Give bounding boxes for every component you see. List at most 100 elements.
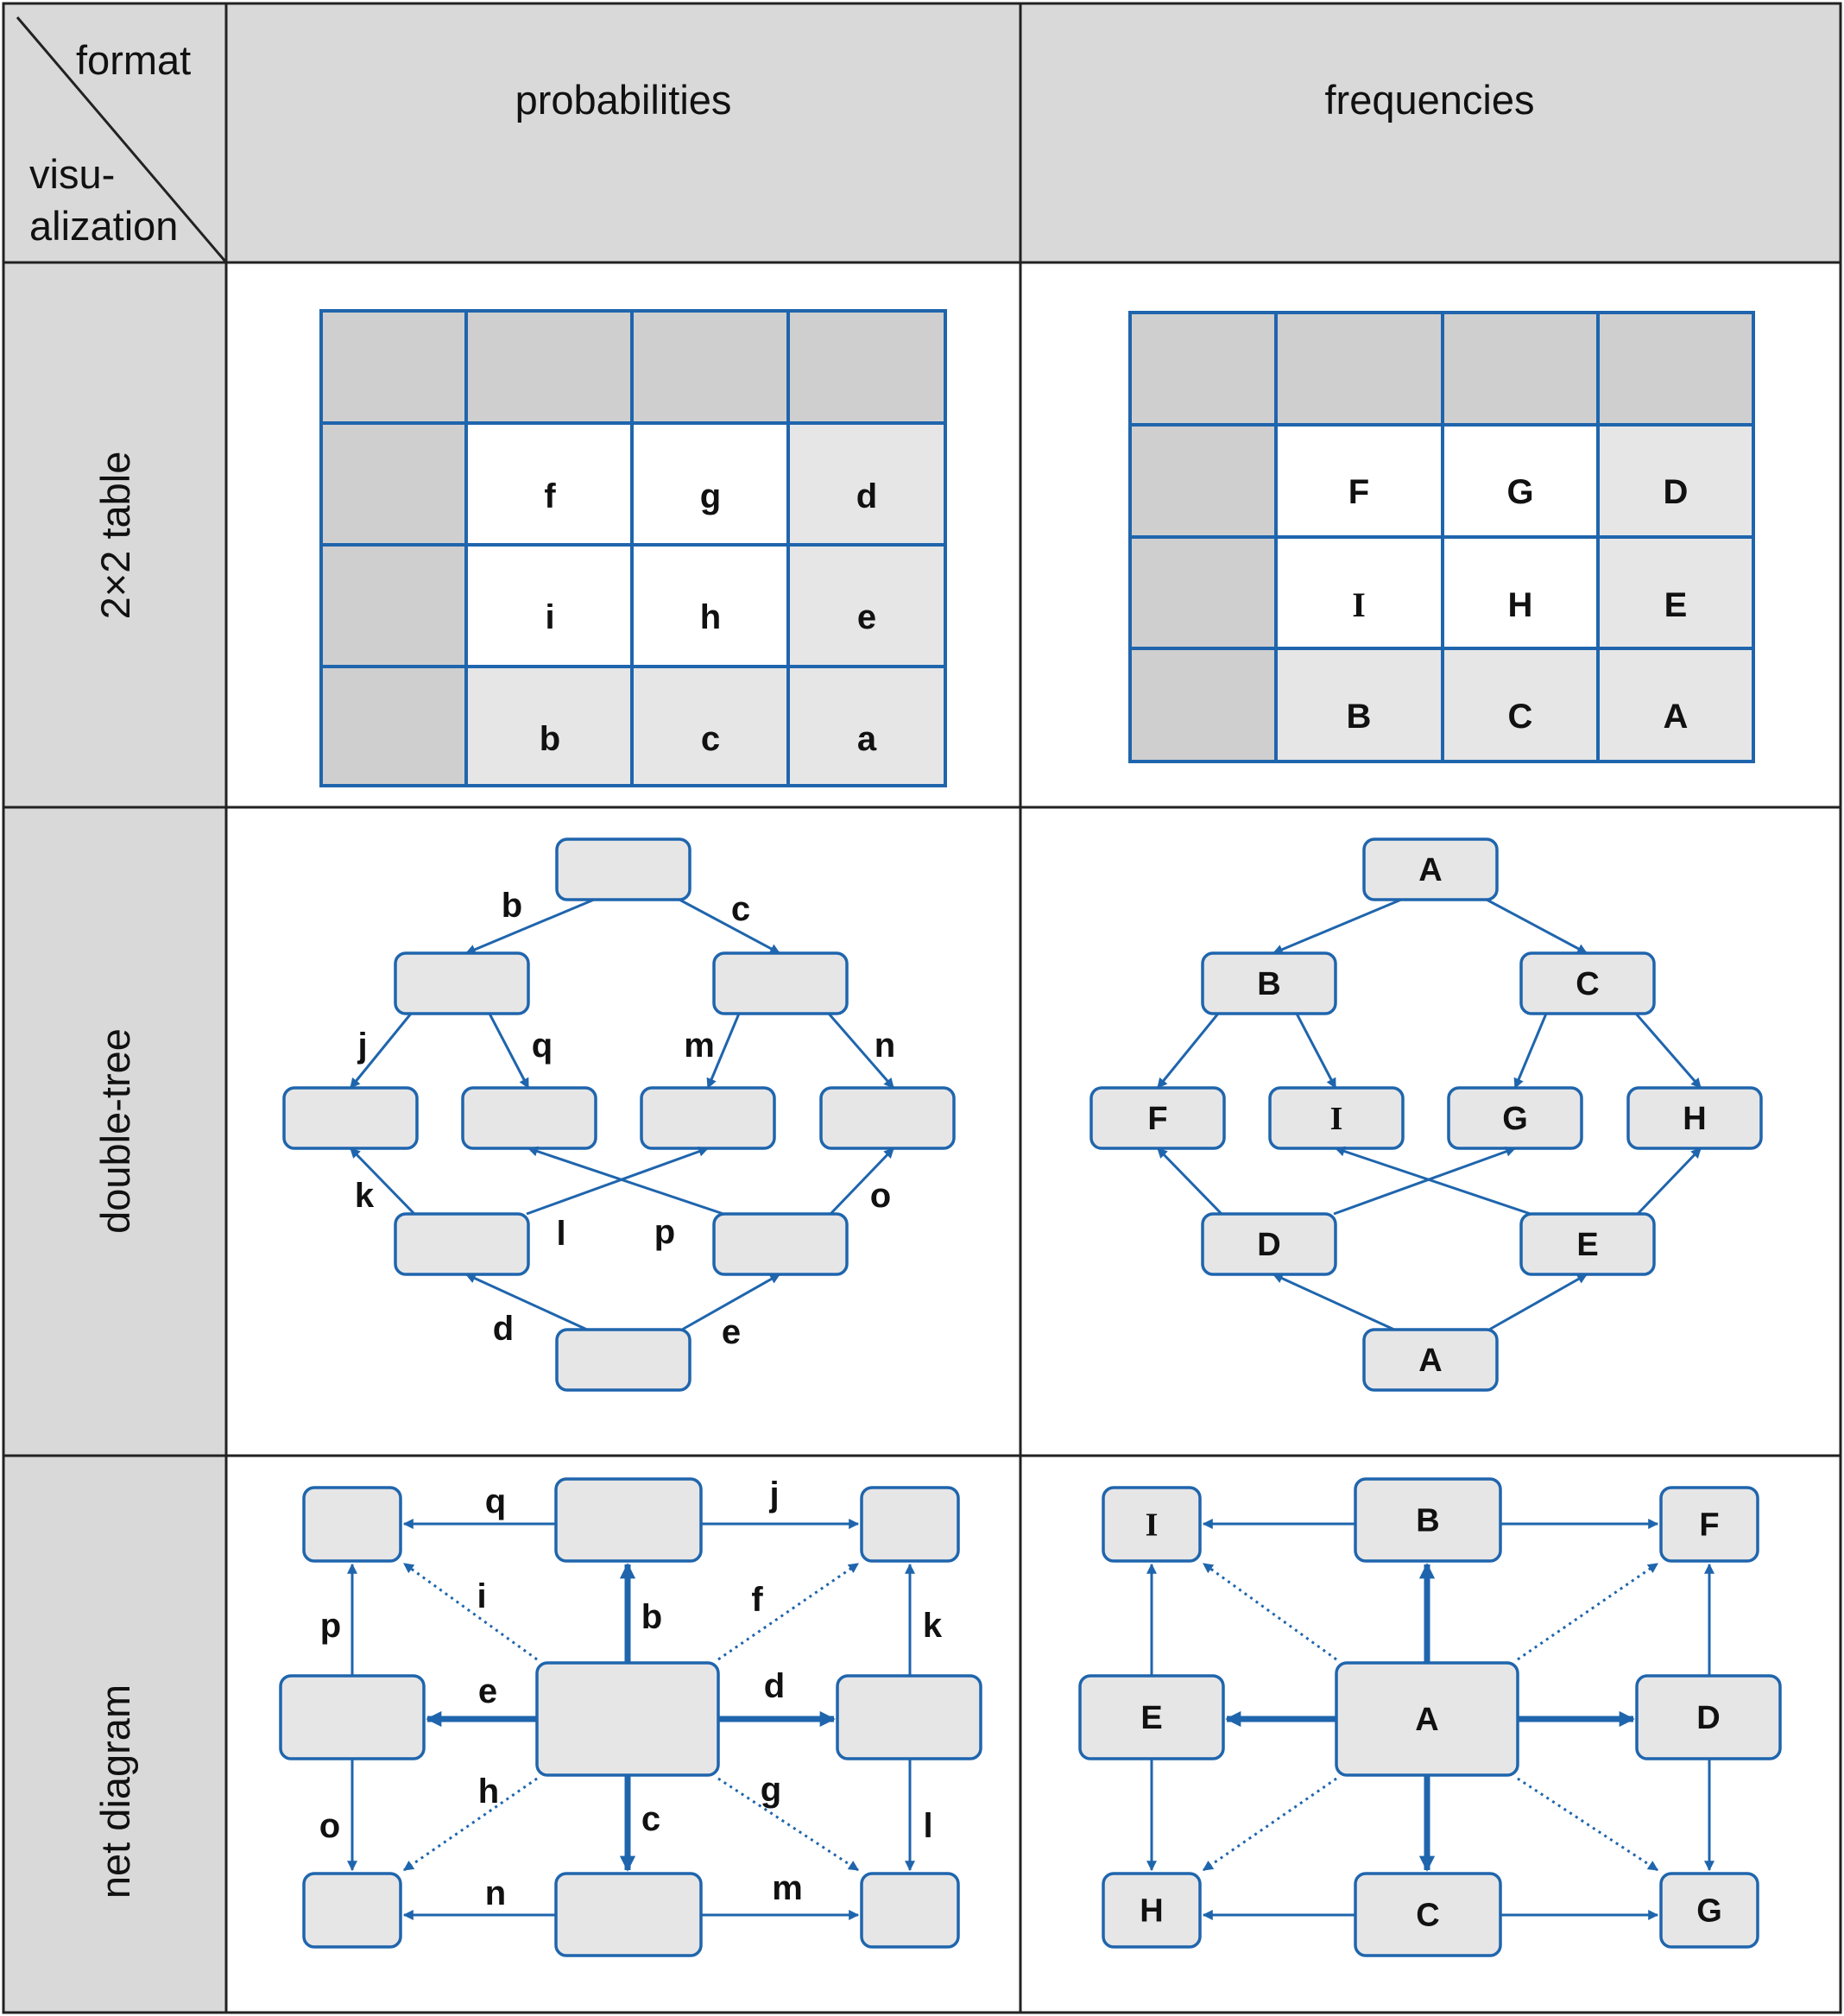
net-freq-node-2: F xyxy=(1659,1486,1759,1563)
cell-G: G xyxy=(1506,473,1533,511)
cell-b: b xyxy=(540,720,560,758)
tree-prob-node-3 xyxy=(282,1086,419,1150)
net-prob-node-1 xyxy=(554,1477,703,1563)
net-prob-edge-label-p: p xyxy=(320,1607,341,1645)
net-freq-node-0: I xyxy=(1102,1486,1202,1563)
net-prob-node-4 xyxy=(535,1661,720,1777)
cell-F: F xyxy=(1348,473,1369,511)
row-label-column-background xyxy=(3,262,226,2013)
net-freq-node-7: C xyxy=(1354,1872,1502,1957)
tree-prob-node-9 xyxy=(555,1328,692,1392)
tree-freq-edge-2 xyxy=(1156,1013,1220,1089)
column-header-probabilities: probabilities xyxy=(515,77,732,123)
tree-freq-node-6-label: H xyxy=(1683,1101,1706,1137)
tree-prob-edge-1 xyxy=(679,898,781,955)
tree-freq-node-0-label: A xyxy=(1418,852,1442,888)
corner-diagonal xyxy=(16,16,228,263)
net-freq-edge-14 xyxy=(1203,1777,1337,1872)
cell-H: H xyxy=(1508,586,1533,624)
cell-e: e xyxy=(857,598,876,636)
net-prob-edge-label-b: b xyxy=(641,1598,662,1636)
tree-prob-edge-label-q: q xyxy=(532,1027,553,1065)
tree-prob-edge-4 xyxy=(706,1013,741,1090)
tree-prob-edge-label-c: c xyxy=(731,890,750,928)
tree-freq-node-2-label: C xyxy=(1576,966,1599,1002)
net-freq-node-1: B xyxy=(1354,1477,1502,1563)
cell-c: c xyxy=(701,720,720,758)
tree-freq-node-7: D xyxy=(1201,1212,1337,1276)
cell-h: h xyxy=(700,598,721,636)
cell-E: E xyxy=(1664,586,1688,624)
probability-2x2-table: f g d i h e b c a xyxy=(319,309,947,787)
net-prob-node-3 xyxy=(279,1674,426,1760)
net-freq-edge-12 xyxy=(1203,1562,1337,1661)
net-prob-edge-13 xyxy=(717,1562,859,1661)
corner-format-label: format xyxy=(76,37,191,83)
tree-freq-node-3-label: F xyxy=(1147,1101,1167,1137)
net-prob-node-5 xyxy=(836,1674,982,1760)
tree-freq-edge-3 xyxy=(1295,1013,1337,1090)
tree-prob-edge-9 xyxy=(829,1147,895,1216)
tree-freq-node-0: A xyxy=(1362,837,1499,901)
cell-D: D xyxy=(1664,473,1689,511)
net-freq-node-6: H xyxy=(1102,1872,1202,1949)
tree-freq-node-5-label: G xyxy=(1502,1101,1528,1137)
tree-freq-node-4: I xyxy=(1268,1086,1405,1150)
tree-prob-edge-label-e: e xyxy=(722,1313,741,1351)
tree-freq-node-4-label: I xyxy=(1330,1101,1343,1137)
tree-prob-edge-label-b: b xyxy=(502,887,522,925)
cell-A: A xyxy=(1664,698,1689,736)
net-freq-node-4-label: A xyxy=(1415,1702,1438,1738)
tree-prob-edge-label-l: l xyxy=(556,1215,565,1253)
tree-prob-node-1 xyxy=(394,951,530,1015)
tree-freq-node-9: A xyxy=(1362,1328,1499,1392)
tree-freq-edge-9 xyxy=(1636,1147,1702,1216)
cell-C: C xyxy=(1508,698,1533,736)
net-prob-node-6 xyxy=(302,1872,402,1949)
net-freq-node-4: A xyxy=(1335,1661,1519,1777)
net-freq-node-8: G xyxy=(1659,1872,1759,1949)
corner-visualization-label-2: alization xyxy=(29,203,178,249)
cell-I: I xyxy=(1352,585,1366,624)
tree-freq-node-6: H xyxy=(1626,1086,1763,1150)
row-label-2x2-table: 2×2 table xyxy=(92,452,138,620)
net-freq-node-5: D xyxy=(1635,1674,1782,1760)
tree-freq-edge-1 xyxy=(1486,898,1588,955)
net-prob-node-0 xyxy=(302,1486,402,1563)
cell-f: f xyxy=(544,477,556,515)
tree-prob-edge-label-d: d xyxy=(493,1310,514,1348)
tree-prob-edge-7 xyxy=(526,1147,710,1216)
net-prob-edge-label-o: o xyxy=(319,1807,340,1845)
tree-prob-node-8 xyxy=(712,1212,849,1276)
tree-freq-edge-7 xyxy=(1333,1147,1517,1216)
tree-prob-edge-label-o: o xyxy=(870,1177,891,1215)
cell-d: d xyxy=(856,477,877,515)
net-freq-node-3: E xyxy=(1078,1674,1225,1760)
cell-a: a xyxy=(857,720,877,758)
net-prob-node-8 xyxy=(860,1872,960,1949)
net-prob-edge-label-j: j xyxy=(768,1476,779,1514)
net-prob-edge-label-q: q xyxy=(485,1482,506,1520)
net-freq-node-0-label: I xyxy=(1146,1507,1159,1544)
tree-prob-node-2 xyxy=(712,951,849,1015)
net-freq-node-1-label: B xyxy=(1416,1503,1439,1539)
net-freq-node-2-label: F xyxy=(1699,1507,1719,1544)
cell-g: g xyxy=(700,477,721,515)
row-label-double-tree: double-tree xyxy=(92,1028,138,1234)
tree-prob-edge-2 xyxy=(349,1013,413,1089)
tree-prob-edge-3 xyxy=(488,1013,530,1090)
net-prob-edge-label-i: i xyxy=(477,1577,486,1615)
row-label-net-diagram: net diagram xyxy=(92,1684,138,1899)
net-prob-edge-label-m: m xyxy=(772,1869,803,1907)
tree-freq-node-2: C xyxy=(1519,951,1656,1015)
net-freq-node-5-label: D xyxy=(1696,1700,1720,1736)
tree-freq-edge-11 xyxy=(1488,1273,1588,1331)
tree-prob-edge-8 xyxy=(527,1146,724,1216)
tree-freq-edge-6 xyxy=(1156,1147,1223,1216)
column-header-frequencies: frequencies xyxy=(1325,77,1535,123)
net-freq-edge-13 xyxy=(1517,1562,1658,1661)
net-freq-node-7-label: C xyxy=(1416,1898,1439,1934)
